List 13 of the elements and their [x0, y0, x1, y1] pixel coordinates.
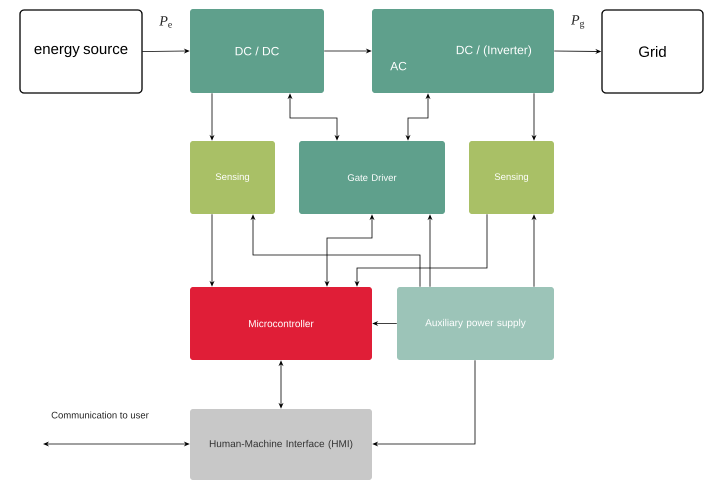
edge-label: P$_{g}$: [570, 14, 586, 30]
microcontroller-box: Microcontroller: [190, 287, 372, 360]
hmi-box: Human-Machine Interface (HMI): [190, 409, 372, 480]
converter-box: DC / DC: [190, 9, 324, 93]
sensing-box: Sensing: [190, 141, 275, 214]
source-box: energy source: [19, 9, 143, 94]
edge-label: Communication to user: [50, 410, 150, 420]
grid-box: Grid: [601, 9, 704, 94]
edge-label: P$_{e}$: [158, 15, 174, 29]
power-supply-box: Auxiliary power supply: [397, 287, 554, 360]
sensing-box: Sensing: [469, 141, 554, 214]
gate-driver-box: Gate Driver: [299, 141, 445, 214]
inverter-box: DC / (Inverter) AC: [372, 9, 554, 93]
